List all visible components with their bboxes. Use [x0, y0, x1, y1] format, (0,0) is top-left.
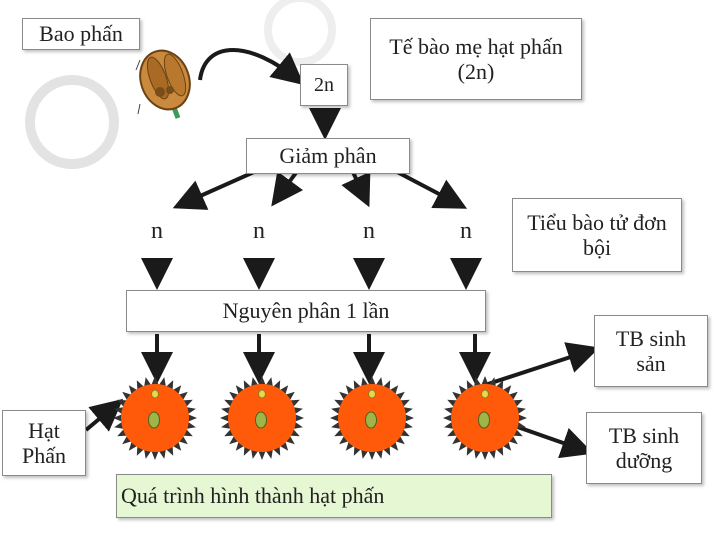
n-label-3: n [363, 218, 375, 244]
n-label-2: n [253, 218, 265, 244]
vegetative-nucleus [478, 411, 490, 429]
arrow-meiosis-n3 [341, 169, 371, 208]
generative-nucleus [151, 389, 159, 399]
n-label-4: n [460, 218, 472, 244]
meiosis-label: Giảm phân [246, 138, 410, 174]
arrow-generative [484, 342, 600, 387]
vegetative-nucleus [255, 411, 267, 429]
arrow-meiosis-n2 [271, 168, 304, 207]
arrow-anther-to-mother [198, 48, 305, 86]
generative-nucleus [481, 389, 489, 399]
caption: Quá trình hình thành hạt phấn [116, 474, 552, 518]
pollen-grain-label: Hạt Phấn [2, 410, 86, 476]
generative-nucleus [258, 389, 266, 399]
mitosis-label: Nguyên phân 1 lần [126, 290, 486, 332]
two-n-label: 2n [300, 64, 348, 106]
generative-nucleus [368, 389, 376, 399]
vegetative-nucleus [148, 411, 160, 429]
vegetative-nucleus [365, 411, 377, 429]
pollen-grain-3 [330, 376, 414, 460]
vegetative-cell-label: TB sinh dưỡng [586, 412, 702, 484]
microspores-label: Tiểu bào tử đơn bội [512, 198, 682, 272]
pollen-grain-1 [113, 376, 197, 460]
pollen-grain-4 [443, 376, 527, 460]
arrow-pollen-grain [84, 398, 124, 432]
generative-cell-label: TB sinh sản [594, 315, 708, 387]
anther-label: Bao phấn [22, 18, 140, 50]
pollen-grain-2 [220, 376, 304, 460]
n-label-1: n [151, 218, 163, 244]
mother-cell-label: Tế bào mẹ hạt phấn (2n) [370, 18, 582, 100]
